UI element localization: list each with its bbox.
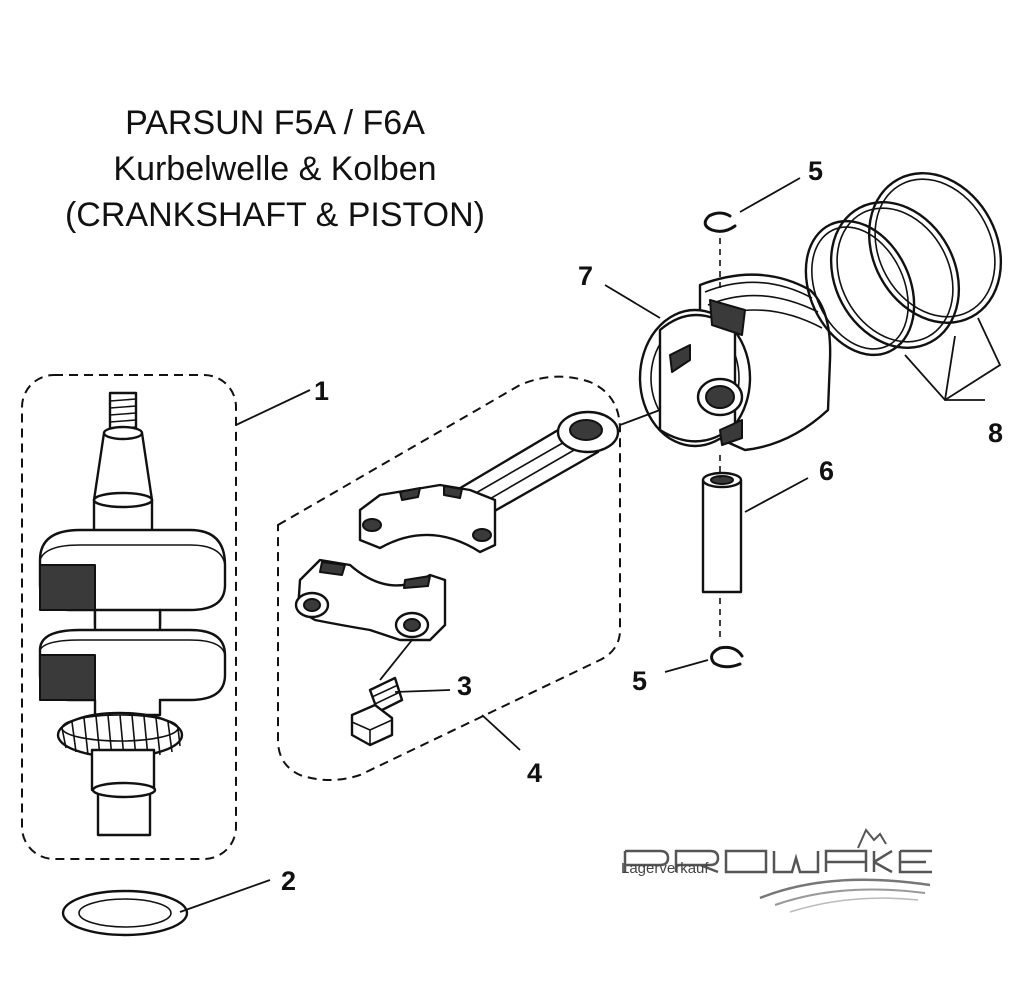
crankshaft bbox=[38, 391, 227, 837]
prowake-logo bbox=[623, 828, 932, 913]
callout-2: 2 bbox=[281, 866, 296, 896]
leader-3 bbox=[394, 689, 451, 693]
piston bbox=[638, 273, 832, 452]
connecting-rod-group-outline bbox=[277, 375, 621, 781]
leader-4 bbox=[481, 714, 521, 751]
title-model: PARSUN F5A / F6A bbox=[125, 104, 425, 142]
callout-3: 3 bbox=[457, 671, 472, 701]
leader-5-upper bbox=[739, 177, 801, 213]
rod-to-piston-line bbox=[619, 409, 661, 426]
connecting-rod-bolt bbox=[350, 676, 404, 747]
crankshaft-group-outline bbox=[21, 374, 237, 860]
diagram-title: PARSUN F5A / F6A Kurbelwelle & Kolben (C… bbox=[30, 100, 520, 238]
circlip-upper bbox=[703, 211, 737, 233]
leader-7 bbox=[604, 284, 661, 319]
title-german: Kurbelwelle & Kolben bbox=[113, 150, 437, 188]
piston-pin bbox=[701, 471, 743, 594]
callout-7: 7 bbox=[578, 261, 593, 291]
leader-2 bbox=[179, 879, 271, 913]
leader-6 bbox=[744, 477, 809, 513]
piston-rings bbox=[804, 172, 1003, 357]
oil-seal-washer bbox=[61, 889, 189, 937]
connecting-rod bbox=[358, 410, 620, 554]
callout-5-lower: 5 bbox=[632, 666, 647, 696]
callout-1: 1 bbox=[314, 376, 329, 406]
leader-8 bbox=[904, 317, 1002, 402]
callout-4: 4 bbox=[527, 758, 542, 788]
circlip-lower bbox=[710, 645, 744, 669]
callout-6: 6 bbox=[819, 456, 834, 486]
leader-5-lower bbox=[664, 659, 709, 673]
connecting-rod-cap bbox=[294, 558, 447, 642]
logo-tagline: Lagerverkauf bbox=[621, 860, 709, 877]
leader-3b bbox=[379, 639, 413, 681]
callout-8: 8 bbox=[988, 418, 1003, 448]
callout-5-upper: 5 bbox=[808, 156, 823, 186]
leader-1 bbox=[235, 389, 311, 426]
title-english: (CRANKSHAFT & PISTON) bbox=[64, 196, 486, 234]
